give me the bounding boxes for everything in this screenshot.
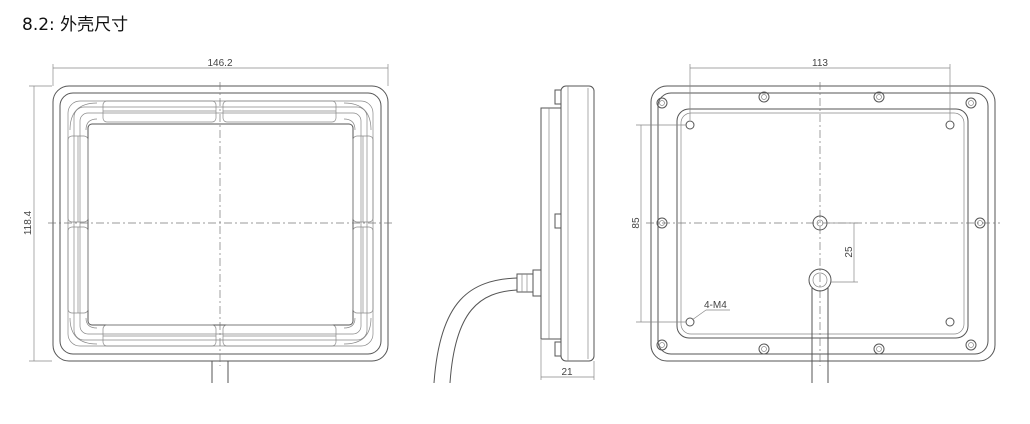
back-hole-spacing-width: 113 bbox=[812, 58, 828, 69]
back-center-offset: 25 bbox=[844, 246, 855, 258]
front-width-dimension: 146.2 bbox=[207, 58, 232, 69]
front-view: 146.2 118.4 bbox=[23, 58, 393, 383]
back-view: 113 85 25 4-M4 bbox=[631, 58, 1000, 383]
front-height-dimension: 118.4 bbox=[23, 210, 34, 235]
screw-hole bbox=[656, 91, 986, 355]
thread-callout: 4-M4 bbox=[704, 300, 727, 311]
section-heading: 8.2: 外壳尺寸 bbox=[22, 15, 129, 35]
back-hole-spacing-height: 85 bbox=[631, 217, 642, 229]
side-view: 21 bbox=[433, 85, 595, 384]
side-depth-dimension: 21 bbox=[561, 367, 573, 378]
